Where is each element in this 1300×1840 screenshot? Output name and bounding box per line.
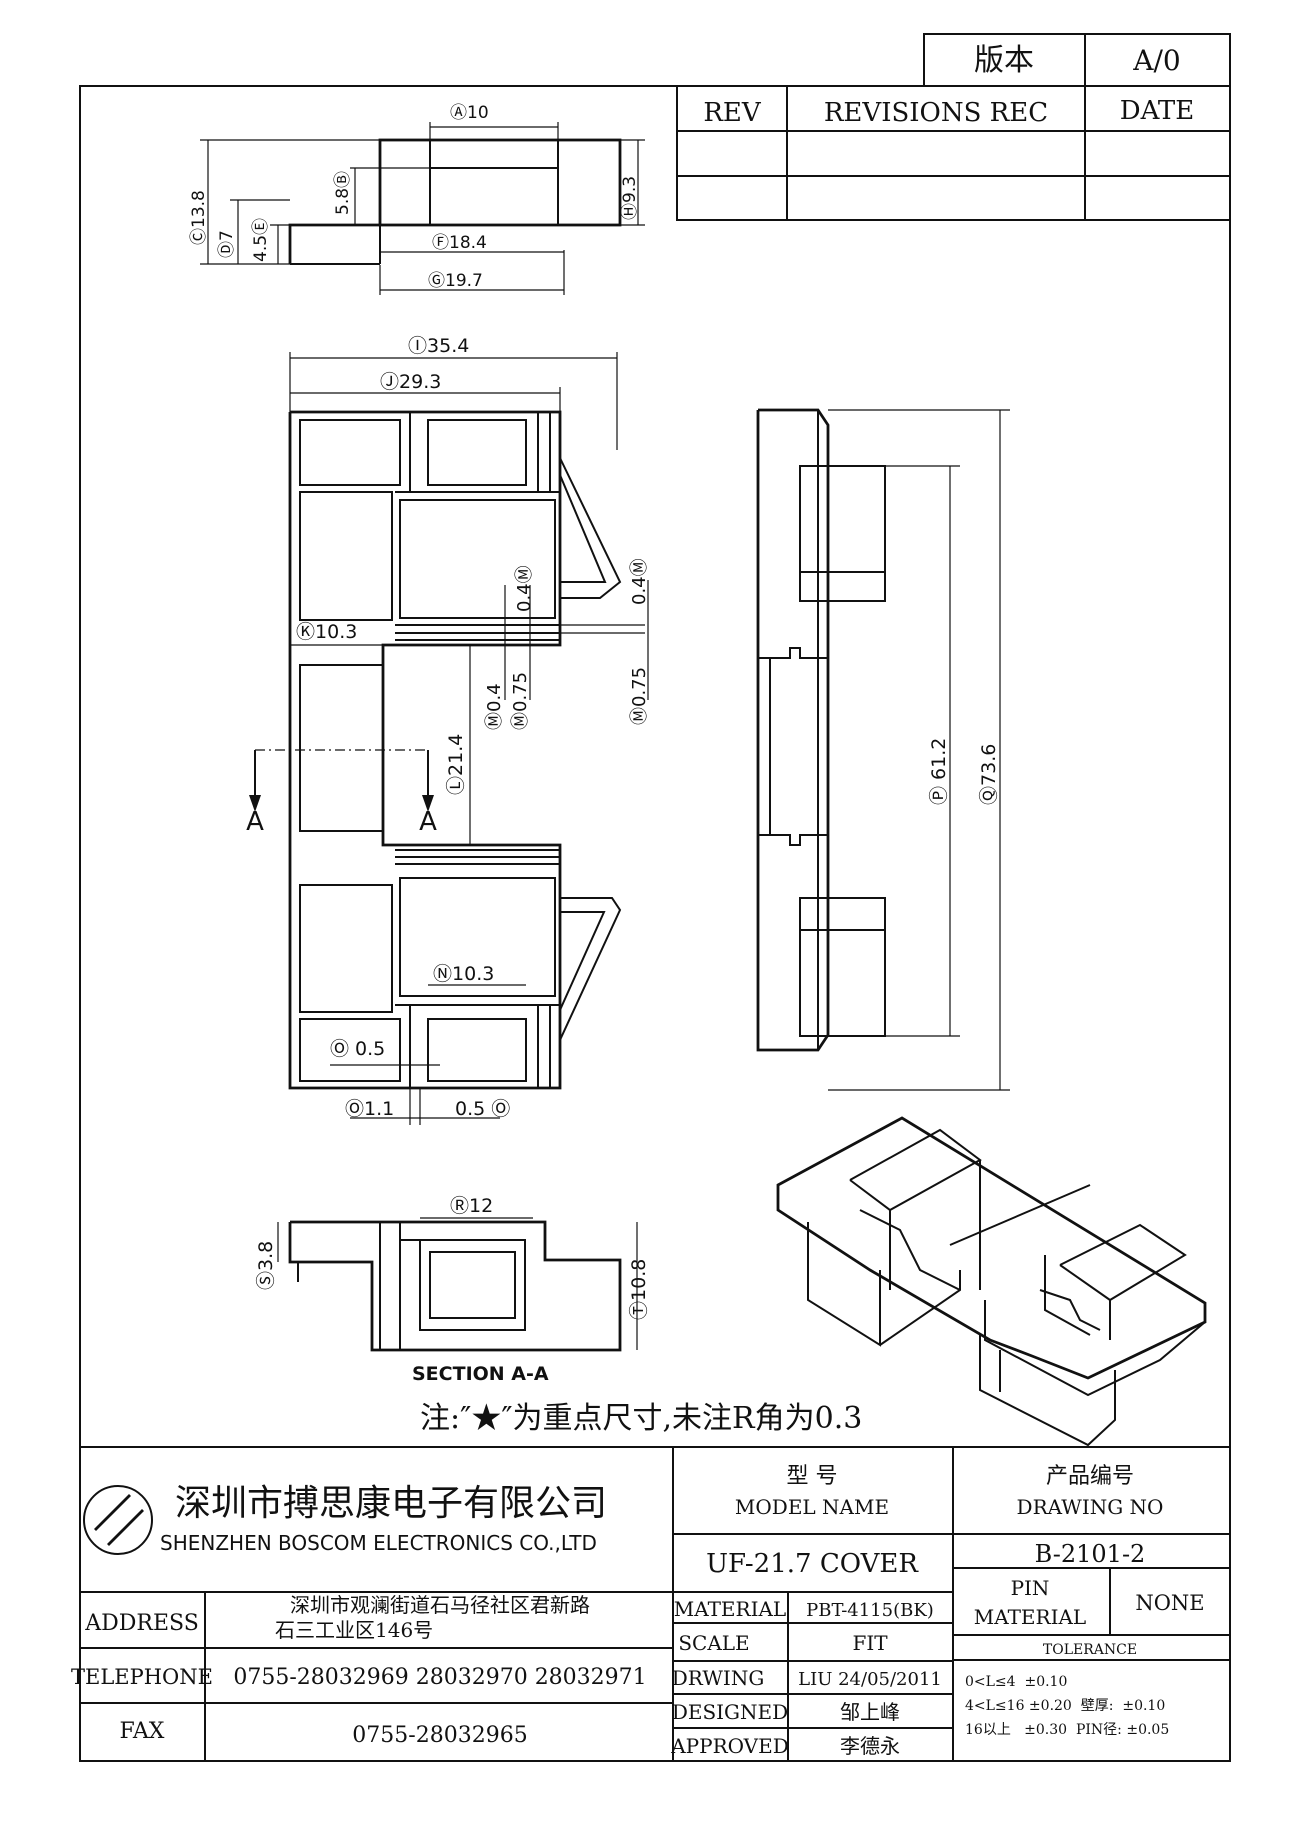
- scale-label: SCALE: [678, 1631, 749, 1655]
- approved-value: 李德永: [840, 1734, 900, 1758]
- revision-table: REV REVISIONS REC DATE: [676, 85, 1231, 221]
- pin-material-value: NONE: [1135, 1591, 1204, 1615]
- pin-material-label-1: PIN: [1011, 1576, 1050, 1600]
- plan-view: A A Ⓘ35.4 Ⓙ29.3 Ⓚ10.3 Ⓛ21.4 Ⓜ0.4 Ⓜ0.75 0…: [246, 335, 650, 1125]
- pin-material-label-2: MATERIAL: [974, 1605, 1086, 1629]
- dim-i-label: Ⓘ35.4: [408, 335, 469, 357]
- dim-g-label: Ⓖ19.7: [428, 271, 483, 291]
- model-value: UF-21.7 COVER: [706, 1549, 919, 1579]
- fax-label: FAX: [120, 1719, 165, 1744]
- dim-a-label: Ⓐ10: [450, 103, 489, 123]
- drawing-by-label: DRWING: [672, 1666, 765, 1690]
- dim-m2-label: Ⓜ0.75: [510, 672, 531, 730]
- date-header: DATE: [1120, 96, 1195, 126]
- drawing-by-value: LIU 24/05/2011: [798, 1669, 942, 1690]
- telephone-label: TELEPHONE: [71, 1665, 213, 1689]
- model-label-cn: 型 号: [787, 1464, 838, 1489]
- dim-r-label: Ⓡ12: [450, 1195, 493, 1217]
- dim-m4-label: Ⓜ0.75: [629, 667, 650, 725]
- tolerance-label: TOLERANCE: [1043, 1642, 1137, 1658]
- top-view: Ⓐ10 Ⓕ18.4 Ⓖ19.7 Ⓒ13.8 Ⓓ7 4.5Ⓔ 5.8Ⓑ Ⓗ9.3: [189, 103, 645, 295]
- section-title: SECTION A-A: [412, 1363, 549, 1385]
- tolerance-row-1: 0<L≤4 ±0.10: [965, 1674, 1067, 1690]
- version-value: A/0: [1132, 44, 1180, 77]
- section-marker-right: A: [419, 807, 437, 837]
- telephone-value: 0755-28032969 28032970 28032971: [233, 1665, 646, 1690]
- dim-k-label: Ⓚ10.3: [296, 621, 357, 643]
- company-name-en: SHENZHEN BOSCOM ELECTRONICS CO.,LTD: [160, 1531, 597, 1555]
- material-value: PBT-4115(BK): [806, 1600, 934, 1621]
- approved-label: APPROVED: [670, 1734, 789, 1758]
- dim-m1-label: Ⓜ0.4: [484, 683, 505, 730]
- title-block: 深圳市搏思康电子有限公司 SHENZHEN BOSCOM ELECTRONICS…: [71, 1446, 1231, 1762]
- address-line1: 深圳市观澜街道石马径社区君新路: [290, 1593, 590, 1617]
- company-name-cn: 深圳市搏思康电子有限公司: [175, 1483, 607, 1524]
- dim-t-label: Ⓣ10.8: [628, 1259, 650, 1320]
- address-label: ADDRESS: [84, 1611, 199, 1636]
- dim-s-label: Ⓢ3.8: [255, 1241, 277, 1290]
- fax-value: 0755-28032965: [352, 1723, 527, 1748]
- designed-value: 邹上峰: [840, 1700, 900, 1724]
- address-line2: 石三工业区146号: [275, 1618, 433, 1642]
- drawing-value: B-2101-2: [1035, 1540, 1146, 1568]
- dim-l-label: Ⓛ21.4: [445, 734, 467, 795]
- section-marker-left: A: [246, 807, 264, 837]
- scale-value: FIT: [852, 1631, 888, 1655]
- model-label-en: MODEL NAME: [735, 1495, 889, 1519]
- drawing-label-en: DRAWING NO: [1017, 1495, 1164, 1519]
- dim-m5-label: 0.4Ⓜ: [629, 558, 650, 605]
- version-box: 版本 A/0: [923, 33, 1231, 87]
- dim-h-label: Ⓗ9.3: [620, 176, 640, 220]
- dim-o3-label: 0.5 Ⓞ: [455, 1098, 510, 1120]
- material-label: MATERIAL: [674, 1597, 786, 1621]
- dim-j-label: Ⓙ29.3: [380, 371, 441, 393]
- side-view: Ⓟ 61.2 Ⓠ73.6: [756, 408, 1010, 1091]
- dim-f-label: Ⓕ18.4: [432, 233, 487, 253]
- dim-o2-label: Ⓞ1.1: [345, 1098, 394, 1120]
- rev-header: REV: [703, 98, 762, 128]
- dim-b-label: 5.8Ⓑ: [333, 171, 353, 215]
- dim-m3-label: 0.4Ⓜ: [514, 565, 535, 612]
- isometric-view: [776, 1116, 1207, 1447]
- dim-e-label: 4.5Ⓔ: [251, 218, 271, 262]
- tolerance-row-3: 16以上 ±0.30 PIN径: ±0.05: [965, 1722, 1169, 1738]
- dim-d-label: Ⓓ7: [217, 230, 237, 258]
- tolerance-row-2: 4<L≤16 ±0.20 壁厚: ±0.10: [965, 1698, 1165, 1714]
- version-label: 版本: [974, 43, 1034, 78]
- dim-o1-label: Ⓞ 0.5: [330, 1038, 385, 1060]
- dim-n-label: Ⓝ10.3: [433, 963, 494, 985]
- designed-label: DESIGNED: [672, 1700, 788, 1724]
- dim-c-label: Ⓒ13.8: [189, 190, 209, 245]
- company-logo: [83, 1485, 153, 1555]
- drawing-label-cn: 产品编号: [1046, 1464, 1134, 1489]
- revisions-rec-header: REVISIONS REC: [824, 98, 1048, 128]
- dim-q-label: Ⓠ73.6: [978, 744, 1000, 805]
- dim-p-label: Ⓟ 61.2: [928, 738, 950, 805]
- drawing-note: 注:″★″为重点尺寸,未注R角为0.3: [420, 1401, 862, 1436]
- section-a-a: Ⓡ12 Ⓢ3.8 Ⓣ10.8 SECTION A-A: [255, 1195, 650, 1385]
